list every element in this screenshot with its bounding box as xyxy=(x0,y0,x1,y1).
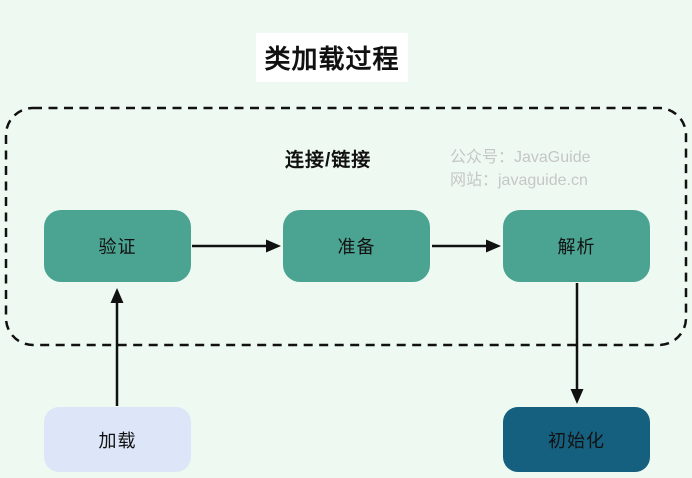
node-load: 加载 xyxy=(44,407,191,472)
watermark-line-2: 网站：javaguide.cn xyxy=(450,172,588,189)
watermark: 公众号：JavaGuide 网站：javaguide.cn xyxy=(450,146,591,192)
node-initialize-label: 初始化 xyxy=(548,430,605,451)
linking-stage-label: 连接/链接 xyxy=(285,150,372,171)
node-resolve-label: 解析 xyxy=(557,237,596,257)
watermark-line-1: 公众号：JavaGuide xyxy=(450,149,591,166)
node-prepare-label: 准备 xyxy=(337,237,376,257)
node-initialize: 初始化 xyxy=(503,407,650,472)
node-verify-label: 验证 xyxy=(98,237,137,257)
node-verify: 验证 xyxy=(44,210,191,282)
page-title: 类加载过程 xyxy=(256,33,408,82)
node-prepare: 准备 xyxy=(283,210,430,282)
node-load-label: 加载 xyxy=(98,430,137,451)
node-resolve: 解析 xyxy=(503,210,650,282)
